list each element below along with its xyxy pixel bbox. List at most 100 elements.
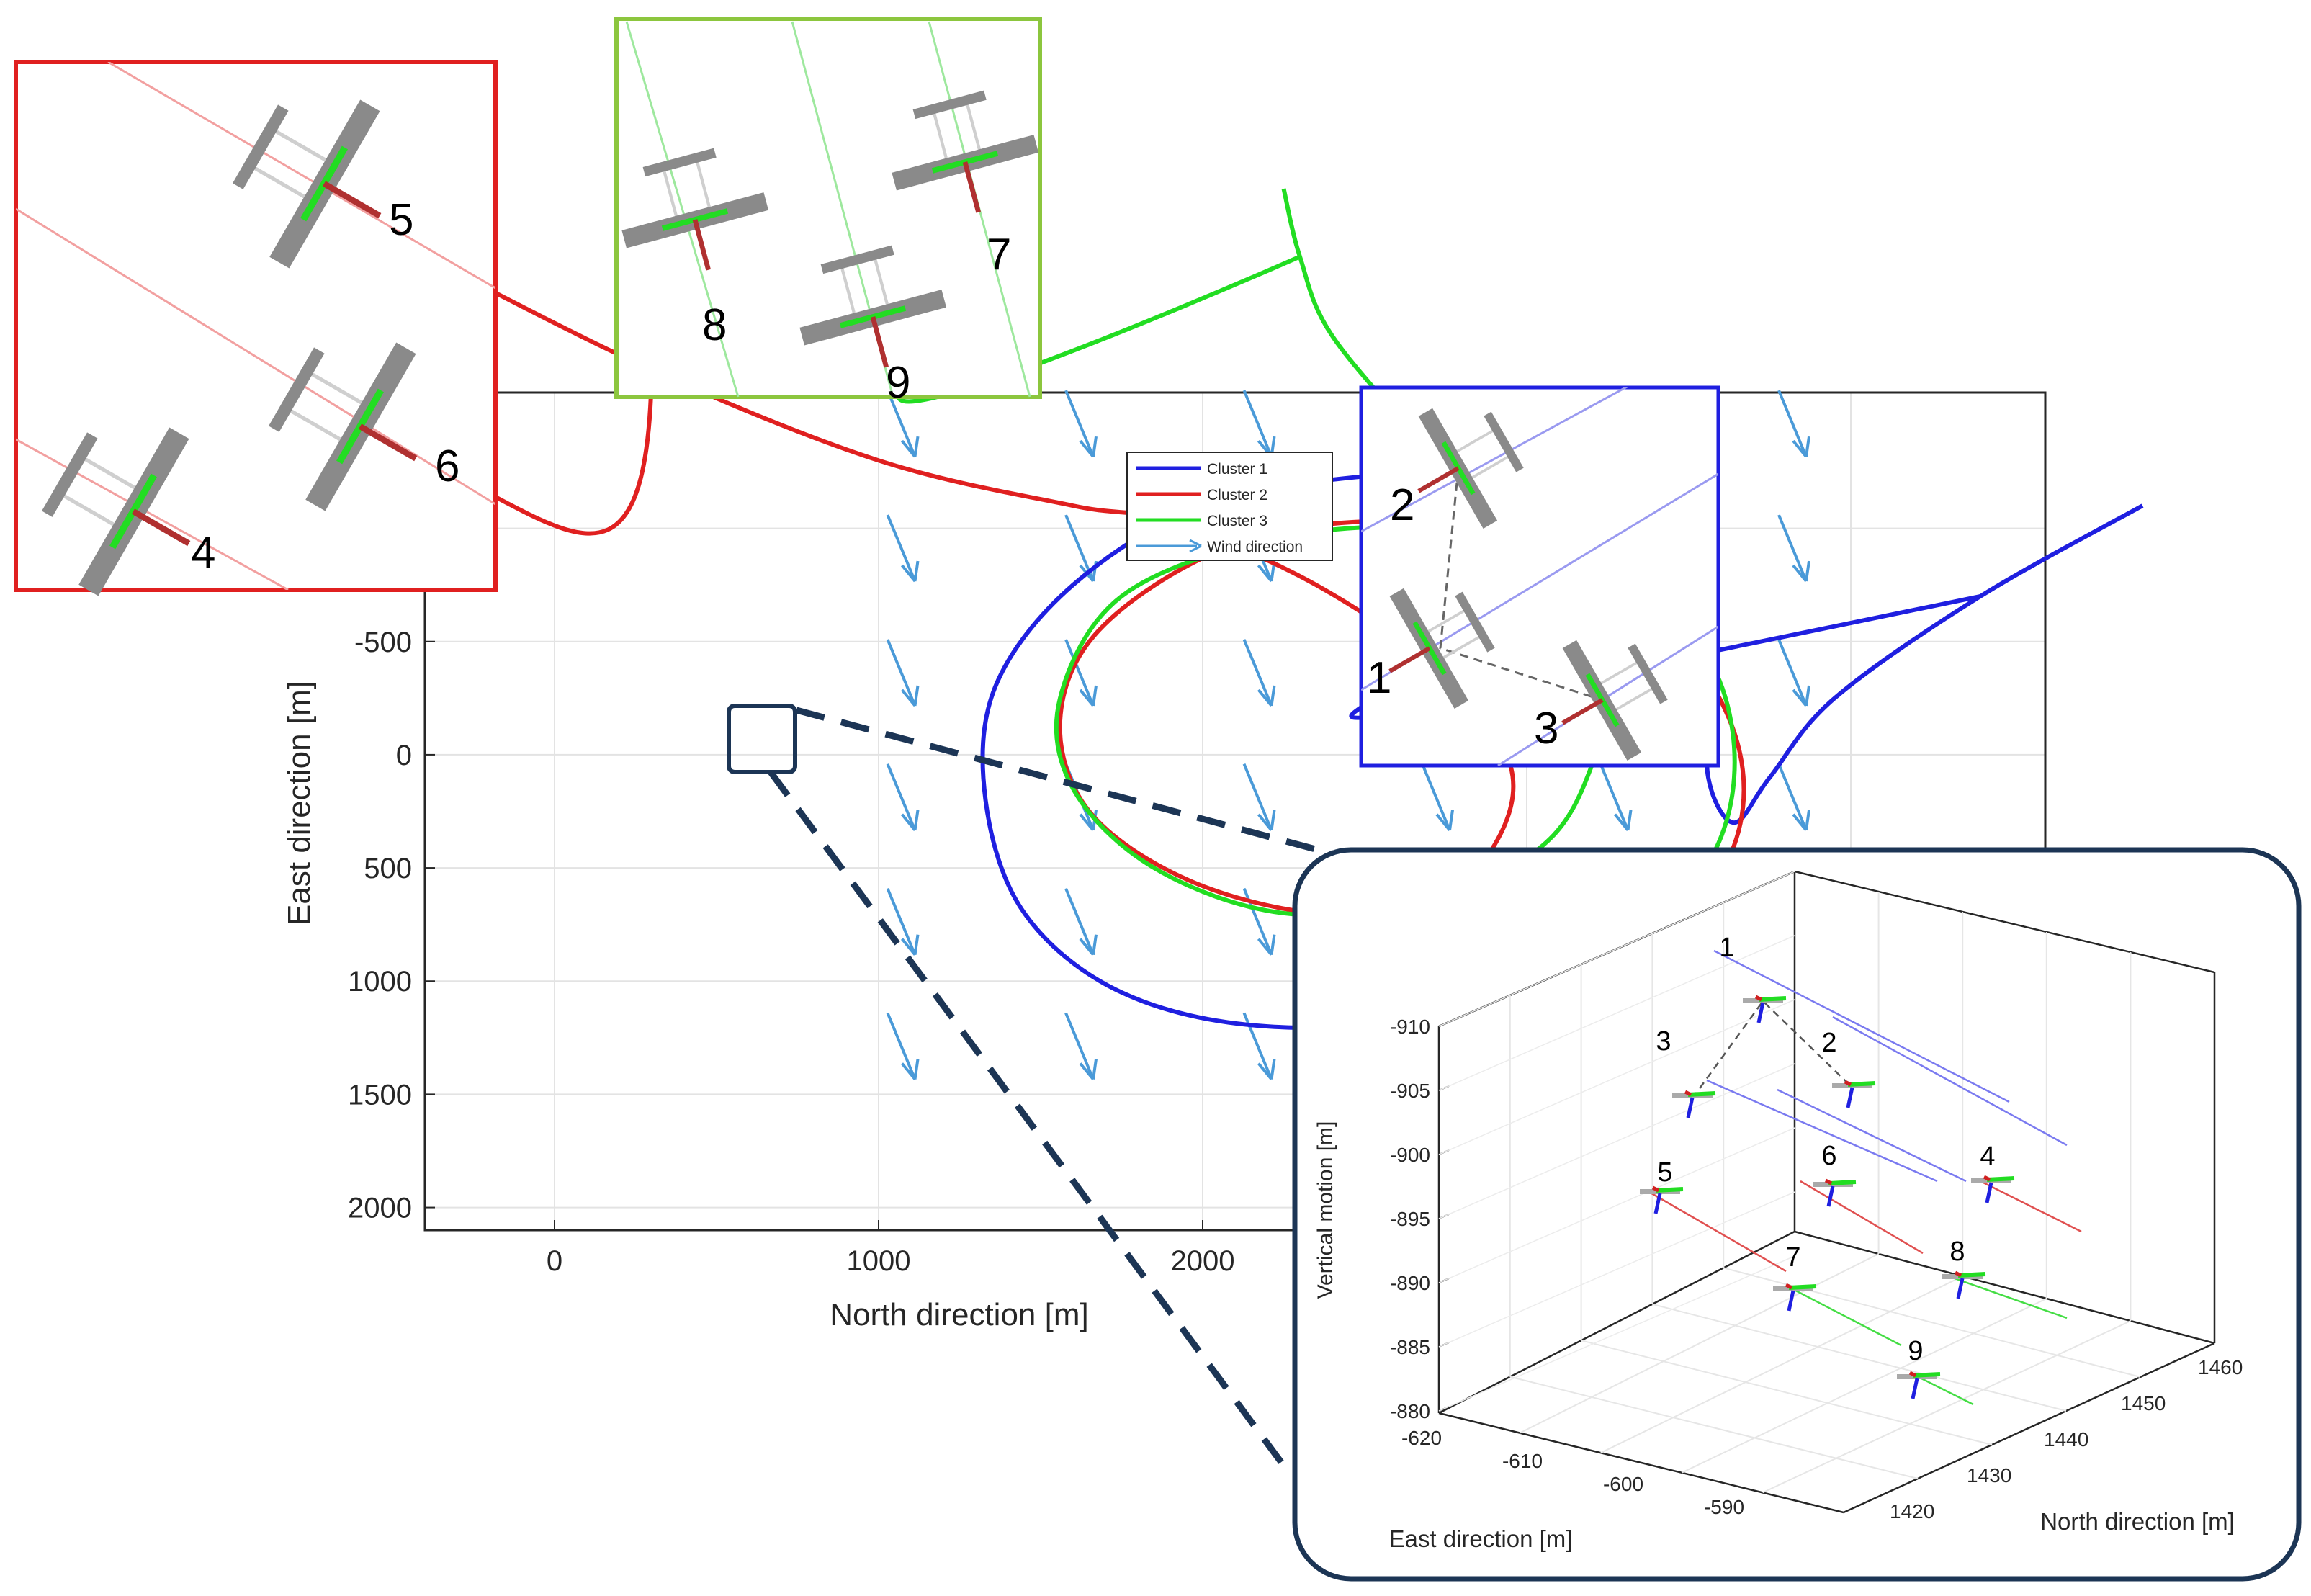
- wind-arrow-shaft-5-1: [1777, 514, 1808, 582]
- inset-cluster3-plane-8-tail: [642, 148, 717, 177]
- 3d-aircraft-8: [1942, 1270, 1986, 1299]
- 3d-box-edge-5: [1794, 870, 2215, 974]
- wind-arrow-head-1-0: [1079, 436, 1098, 458]
- inset-cluster1-frame: [1359, 385, 1720, 768]
- 3d-floor-grid-b-2: [1600, 1276, 1963, 1454]
- inset-cluster2-plane-4-nose: [131, 508, 191, 547]
- x-tick-label-0: 0: [547, 1245, 562, 1277]
- inset-label-3: 3: [1534, 704, 1558, 753]
- wind-arrow-head-0-1: [900, 560, 920, 583]
- inset-label-9: 9: [886, 358, 910, 408]
- 3d-aircraft-6: [1813, 1178, 1857, 1207]
- legend: Cluster 1 Cluster 2 Cluster 3 Wind direc…: [1126, 452, 1333, 561]
- 3d-point-label-7: 7: [1785, 1242, 1800, 1273]
- inset-cluster2-plane-6: [269, 342, 418, 511]
- 3d-aircraft-4: [1971, 1175, 2015, 1203]
- inset-label-2: 2: [1390, 480, 1414, 530]
- inset-cluster1-content: [1361, 387, 1718, 766]
- inset-cluster3-frame: [614, 17, 1042, 399]
- 3d-point-label-4: 4: [1980, 1142, 1995, 1172]
- main-plot-frame: [423, 391, 2047, 1232]
- 3d-aircraft-7: [1773, 1283, 1817, 1312]
- 3d-formation-links: [1691, 1000, 1853, 1099]
- 3d-y-axis-label: North direction [m]: [2040, 1508, 2235, 1535]
- 3d-track-8: [1944, 1273, 2068, 1319]
- 3d-z-grid-4: [1438, 1127, 1795, 1283]
- series-ext-cluster2: [494, 369, 654, 536]
- 3d-aircraft-body-1: [1758, 996, 1787, 1002]
- 3d-aircraft-axis-9: [1911, 1378, 1919, 1399]
- 3d-point-label-9: 9: [1908, 1336, 1923, 1366]
- inset-cluster3-track-0: [625, 21, 740, 398]
- 3d-aircraft-body-7: [1788, 1284, 1817, 1290]
- y-tick-label-6: 1500: [348, 1079, 412, 1111]
- wind-arrow-shaft-0-0: [886, 390, 917, 457]
- inset-cluster1-plane-3-tail: [1628, 643, 1668, 704]
- 3d-aircraft-nose-4: [1983, 1175, 1991, 1182]
- inset-cluster1-plane-3: [1561, 640, 1668, 761]
- wind-arrow-head-0-5: [900, 1059, 920, 1080]
- 3d-aircraft-body-8: [1957, 1272, 1986, 1278]
- 3d-aircraft-body-9: [1912, 1372, 1941, 1378]
- inset-cluster1-plane-1: [1388, 588, 1495, 709]
- wind-arrow-head-0-4: [900, 934, 920, 956]
- inset-cluster2: 5 6 4: [14, 60, 498, 596]
- legend-label-cluster1: Cluster 1: [1207, 461, 1267, 478]
- inset-cluster2-plane-5-tail: [233, 104, 289, 189]
- 3d-aircraft-nose-8: [1954, 1270, 1962, 1278]
- zoom-connector-upper: [795, 707, 1341, 859]
- 3d-aircraft-axis-8: [1956, 1278, 1965, 1299]
- x-tick-label-2: 2000: [1171, 1245, 1235, 1277]
- 3d-z-tick-label-4: -890: [1390, 1272, 1430, 1294]
- inset-cluster3-content: [621, 21, 1039, 398]
- inset-cluster2-plane-5-nose: [322, 181, 382, 219]
- inset-cluster2-track-0: [107, 62, 495, 290]
- wind-arrow-head-5-0: [1792, 436, 1810, 458]
- wind-arrow-head-5-3: [1792, 810, 1810, 832]
- 3d-track-1: [1832, 1016, 2068, 1147]
- inset-cluster3-plane-9-nose: [870, 316, 889, 368]
- 3d-z-tick-label-6: -880: [1390, 1400, 1430, 1422]
- 3d-point-label-8: 8: [1949, 1237, 1965, 1267]
- wind-arrow-shaft-2-3: [1242, 763, 1273, 831]
- wind-arrow-shaft-0-2: [886, 639, 917, 707]
- inset-cluster2-plane-4-tail: [42, 432, 98, 517]
- 3d-floor-grid-b-1: [1519, 1253, 1880, 1434]
- inset-cluster3-plane-9: [799, 245, 947, 368]
- 3d-box-edge-7: [1438, 1230, 1795, 1415]
- wind-arrow-shaft-1-5: [1064, 1012, 1095, 1080]
- inset-label-4: 4: [191, 528, 215, 578]
- 3d-y-tick-label-1: 1430: [1967, 1464, 2011, 1487]
- 3d-y-tick-label-0: 1420: [1890, 1500, 1934, 1523]
- 3d-x-tick-label-3: -590: [1704, 1496, 1744, 1518]
- wind-arrow-head-3-3: [1435, 810, 1454, 832]
- 3d-z-grid-6: [1438, 1255, 1795, 1412]
- wind-arrow-shaft-1-4: [1064, 887, 1095, 956]
- 3d-track-0: [1713, 949, 2010, 1103]
- 3d-track-9: [1915, 1374, 1974, 1406]
- inset-3d-content: -910-905-900-895-890-885-880-620-610-600…: [1390, 870, 2243, 1523]
- wind-arrow-head-1-4: [1079, 934, 1098, 956]
- inset-cluster2-plane-6-nose: [358, 423, 418, 462]
- 3d-aircraft-axis-1: [1756, 1002, 1765, 1023]
- 3d-z-axis-label: Vertical motion [m]: [1314, 1121, 1337, 1299]
- 3d-point-label-3: 3: [1656, 1026, 1671, 1057]
- series-line-cluster2: [423, 254, 1746, 1023]
- inset-cluster3-plane-7: [892, 90, 1039, 213]
- inset-label-8: 8: [702, 300, 727, 350]
- 3d-z-tick-label-2: -900: [1390, 1144, 1430, 1166]
- legend-label-cluster2: Cluster 2: [1207, 487, 1267, 503]
- inset-cluster1-plane-2-nose: [1417, 466, 1460, 493]
- wind-arrow-shaft-1-2: [1064, 639, 1095, 707]
- 3d-aircraft-axis-2: [1846, 1087, 1854, 1108]
- 3d-aircraft-body-6: [1828, 1180, 1857, 1185]
- wind-arrow-shaft-5-0: [1777, 390, 1808, 457]
- 3d-z-grid-0: [1438, 871, 1795, 1027]
- 3d-track-4: [1648, 1191, 1787, 1273]
- wind-arrow-shaft-0-4: [886, 887, 917, 956]
- 3d-track-5: [1800, 1180, 1924, 1255]
- inset-cluster2-plane-5: [233, 99, 382, 269]
- 3d-floor-grid-a-2: [1581, 1340, 1993, 1445]
- inset-cluster3-plane-9-tail: [820, 245, 894, 274]
- wind-arrow-head-5-2: [1792, 685, 1810, 707]
